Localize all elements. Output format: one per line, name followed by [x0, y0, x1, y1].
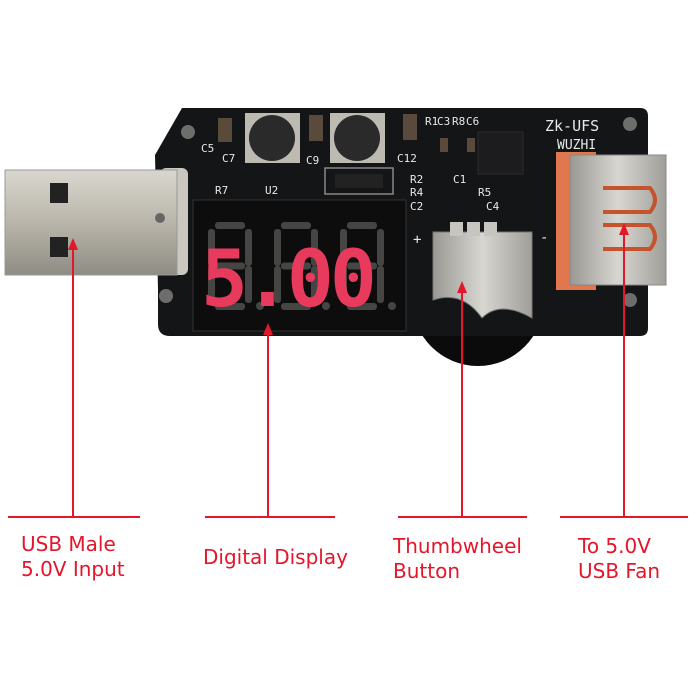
- silkscreen-c1: C1: [453, 173, 466, 186]
- silkscreen-r7: R7: [215, 184, 228, 197]
- segment-c: [245, 266, 252, 303]
- silkscreen-c2: C2: [410, 200, 423, 213]
- segment-f: [274, 229, 281, 266]
- silkscreen-r1: R1: [425, 115, 438, 128]
- mounting-holes: [159, 117, 637, 307]
- callout-thumbwheel: Thumbwheel Button: [393, 534, 522, 584]
- silkscreen-r8: R8: [452, 115, 465, 128]
- inductor: [245, 113, 300, 163]
- callout-digital-display: Digital Display: [203, 545, 348, 570]
- callout-line-1: Digital Display: [203, 545, 348, 569]
- seven-segment-digits: [208, 222, 396, 310]
- silkscreen-c5: C5: [201, 142, 214, 155]
- callout-line-2: USB Fan: [578, 559, 661, 583]
- ic-chip: [477, 131, 524, 175]
- segment-g: [347, 262, 377, 270]
- silkscreen-minus: -: [540, 230, 548, 246]
- callout-line-2: Button: [393, 559, 460, 583]
- board-model: Zk-UFS: [545, 117, 599, 135]
- board-brand: WUZHI: [557, 138, 596, 153]
- silkscreen-plus: +: [413, 232, 421, 248]
- segment-f: [340, 229, 347, 266]
- segment-a: [281, 222, 311, 229]
- segment-c: [311, 266, 318, 303]
- capacitors: [218, 114, 475, 152]
- digital-display: [192, 199, 407, 332]
- segment-g: [281, 262, 311, 270]
- silkscreen-c6: C6: [466, 115, 479, 128]
- callout-line-1: To 5.0V: [578, 534, 651, 558]
- segment-c: [377, 266, 384, 303]
- callout-line-2: 5.0V Input: [21, 557, 125, 581]
- thumbwheel-pins: [450, 222, 497, 236]
- silkscreen-c4: C4: [486, 200, 500, 213]
- callout-usb-fan: To 5.0V USB Fan: [578, 534, 660, 584]
- silkscreen-r4: R4: [410, 186, 424, 199]
- thumbwheel-button[interactable]: [432, 231, 533, 319]
- diode: [324, 167, 394, 195]
- segment-a: [215, 222, 245, 229]
- usb-male-plug[interactable]: [4, 168, 188, 276]
- silkscreen-c7: C7: [222, 152, 235, 165]
- decimal-point: [256, 302, 264, 310]
- segment-e: [208, 266, 215, 303]
- segment-d: [215, 303, 245, 310]
- callout-lines: [8, 223, 688, 518]
- segment-d: [347, 303, 377, 310]
- segment-g: [215, 262, 245, 270]
- segment-b: [245, 229, 252, 266]
- silkscreen-r2: R2: [410, 173, 423, 186]
- segment-e: [274, 266, 281, 303]
- inductor: [330, 113, 385, 163]
- segment-a: [347, 222, 377, 229]
- callout-line-1: Thumbwheel: [393, 534, 522, 558]
- callout-usb-male: USB Male 5.0V Input: [21, 532, 125, 582]
- silkscreen-u2: U2: [265, 184, 278, 197]
- callout-line-1: USB Male: [21, 532, 116, 556]
- segment-e: [340, 266, 347, 303]
- decimal-point: [322, 302, 330, 310]
- silkscreen-r5: R5: [478, 186, 491, 199]
- segment-b: [311, 229, 318, 266]
- silkscreen-c3: C3: [437, 115, 450, 128]
- silkscreen-c9: C9: [306, 154, 319, 167]
- usb-female-port[interactable]: [556, 152, 667, 290]
- segment-b: [377, 229, 384, 266]
- decimal-point: [388, 302, 396, 310]
- segment-f: [208, 229, 215, 266]
- segment-d: [281, 303, 311, 310]
- silkscreen-c12: C12: [397, 152, 417, 165]
- display-value: 5.00: [201, 235, 373, 325]
